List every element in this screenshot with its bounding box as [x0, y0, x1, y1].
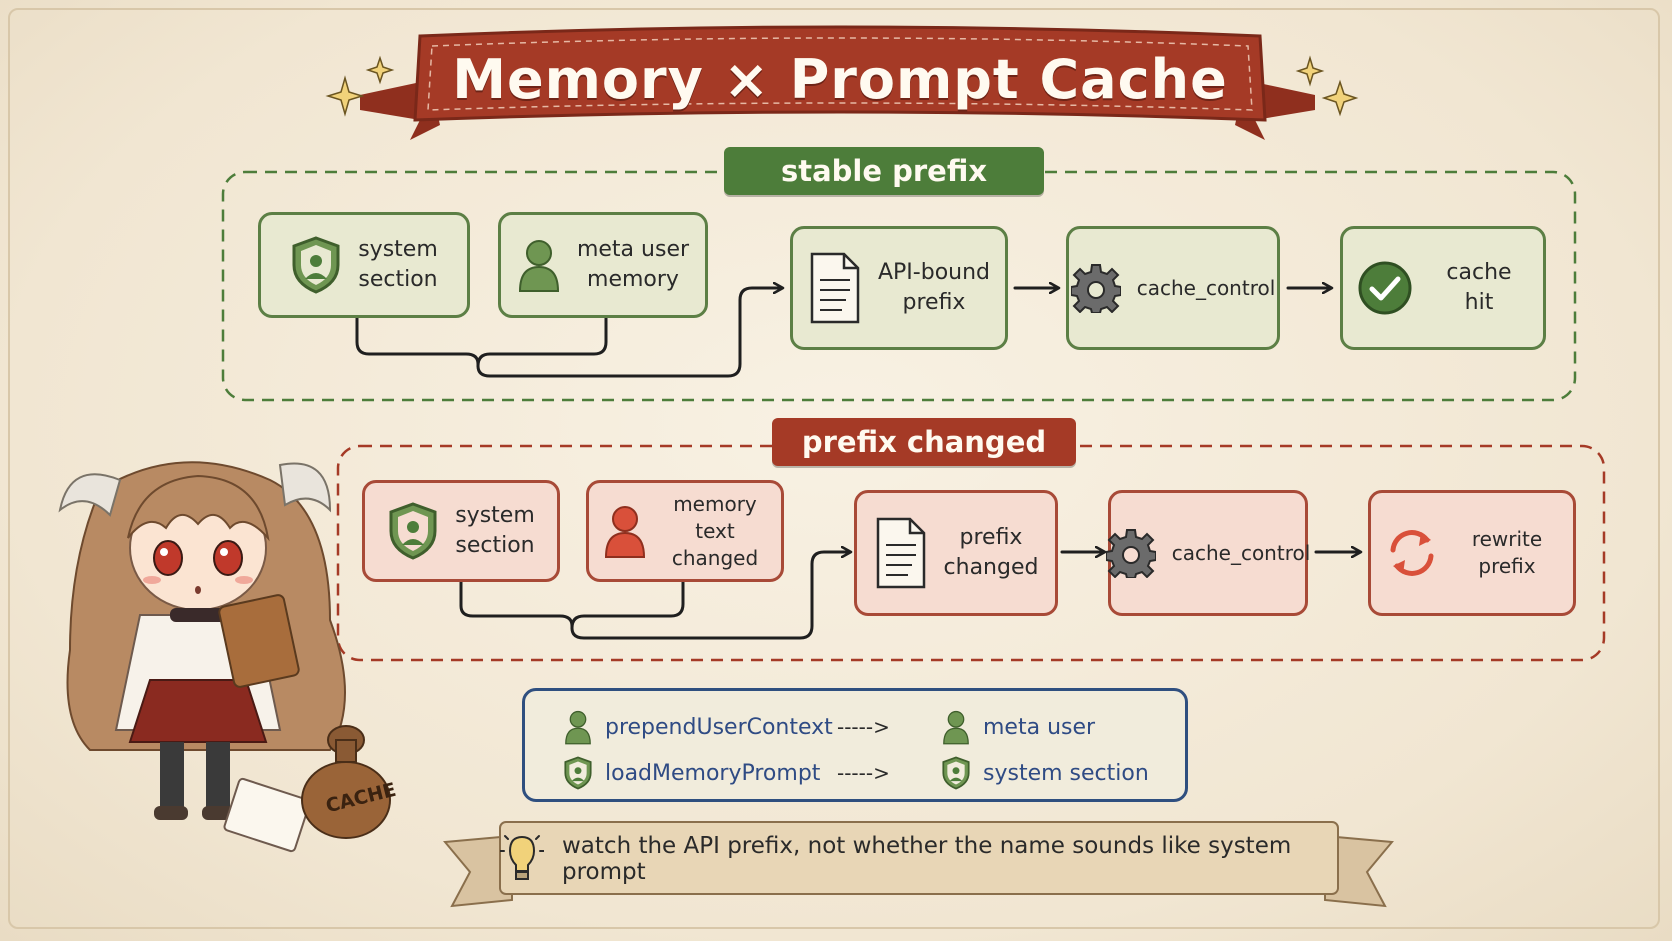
stable-api-bound-prefix-node: API-bound prefix: [790, 226, 1008, 350]
changed-memory-text-node: memory text changed: [586, 480, 784, 582]
legend-row: loadMemoryPrompt -----> system section: [563, 753, 1149, 793]
title-banner: Memory × Prompt Cache: [420, 30, 1260, 128]
shield-user-icon: [563, 755, 593, 791]
mascot-illustration: [58, 461, 391, 853]
changed-system-section-text: system section: [455, 503, 535, 558]
prefix-changed-label: prefix changed: [772, 418, 1076, 466]
legend-row: prependUserContext -----> meta user: [563, 707, 1095, 747]
page-frame: [8, 8, 1660, 929]
legend-target: meta user: [983, 714, 1096, 740]
sparkle-icon: [325, 55, 1359, 117]
tip-text: watch the API prefix, not whether the na…: [562, 833, 1292, 885]
legend-arrow: ----->: [837, 761, 890, 785]
user-icon: [517, 237, 561, 293]
document-icon: [874, 515, 928, 591]
page-title: Memory × Prompt Cache: [452, 47, 1228, 111]
shield-user-icon: [290, 235, 342, 295]
user-icon: [563, 709, 593, 745]
check-circle-icon: [1357, 260, 1413, 316]
changed-rewrite-prefix-node: rewrite prefix: [1368, 490, 1576, 616]
legend-source: prependUserContext: [605, 714, 833, 740]
mapping-legend: prependUserContext -----> meta user load…: [522, 688, 1188, 802]
stable-api-bound-prefix-text: API-bound prefix: [877, 260, 991, 315]
legend-source: loadMemoryPrompt: [605, 760, 821, 786]
changed-prefix-node: prefix changed: [854, 490, 1058, 616]
stable-meta-user-memory-node: meta user memory: [498, 212, 708, 318]
refresh-icon: [1385, 526, 1439, 580]
gear-icon: [1105, 528, 1156, 578]
stable-prefix-label: stable prefix: [724, 147, 1044, 195]
shield-user-icon: [941, 755, 971, 791]
prefix-changed-label-text: prefix changed: [801, 425, 1047, 459]
changed-memory-text-text: memory text changed: [671, 491, 759, 570]
stable-system-section-text: system section: [358, 237, 438, 292]
changed-cache-control-text: cache_control: [1171, 540, 1311, 565]
tip-scroll: [443, 821, 1394, 908]
stable-meta-user-memory-text: meta user memory: [576, 237, 690, 292]
changed-prefix-text: prefix changed: [943, 525, 1039, 580]
document-icon: [808, 250, 862, 326]
stable-connectors: [355, 288, 1331, 378]
legend-arrow: ----->: [837, 715, 890, 739]
stable-cache-control-node: cache_control: [1066, 226, 1280, 350]
stable-cache-hit-text: cache hit: [1446, 260, 1512, 315]
legend-target: system section: [983, 760, 1149, 786]
cache-stamp: [301, 725, 391, 839]
stable-cache-control-text: cache_control: [1136, 275, 1276, 300]
stable-cache-hit-node: cache hit: [1340, 226, 1546, 350]
changed-rewrite-prefix-text: rewrite prefix: [1471, 527, 1543, 578]
changed-cache-control-node: cache_control: [1105, 490, 1311, 616]
title-ribbon: [360, 25, 1315, 140]
changed-connectors: [459, 552, 1360, 640]
tip-banner: watch the API prefix, not whether the na…: [500, 824, 1340, 894]
stable-system-section-node: system section: [258, 212, 470, 318]
user-icon: [603, 503, 647, 559]
lightbulb-icon: [500, 833, 544, 885]
user-icon: [941, 709, 971, 745]
changed-system-section-node: system section: [362, 480, 560, 582]
stable-prefix-label-text: stable prefix: [780, 154, 988, 188]
shield-user-icon: [387, 501, 439, 561]
gear-icon: [1070, 263, 1121, 313]
